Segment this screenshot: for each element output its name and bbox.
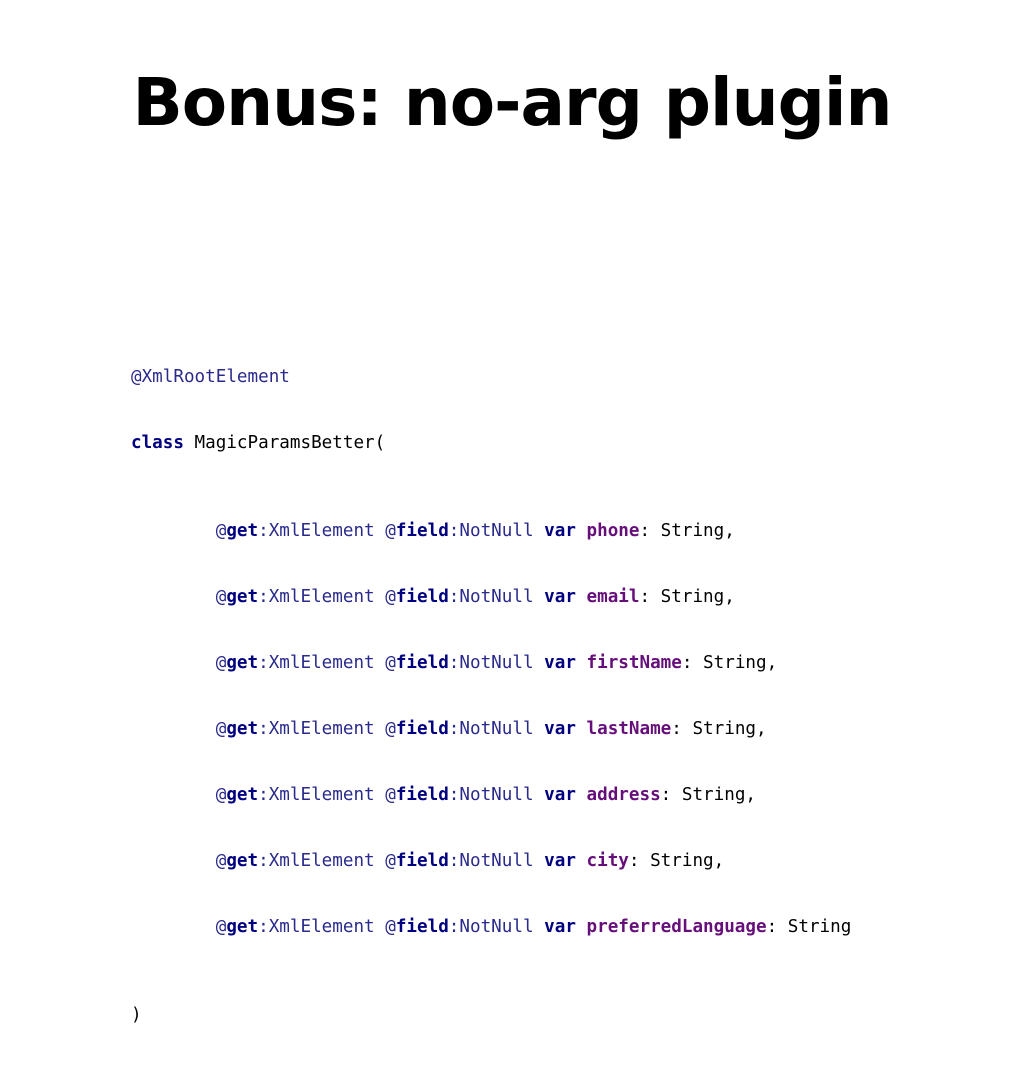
code-line-param: @get:XmlElement @field:NotNull var prefe… (131, 916, 852, 938)
param-type: : String, (681, 653, 778, 673)
get-annotation-target: get (226, 653, 259, 673)
get-annotation-at: @ (215, 719, 227, 739)
param-type: : String (766, 917, 852, 937)
code-line-param: @get:XmlElement @field:NotNull var city:… (131, 850, 851, 872)
indent (131, 719, 216, 739)
field-annotation-at: @ (385, 917, 396, 937)
get-annotation-target: get (226, 587, 259, 607)
code-line-param: @get:XmlElement @field:NotNull var lastN… (131, 718, 851, 740)
not-null-annotation: :NotNull (448, 653, 545, 673)
code-line-annotation: @XmlRootElement (131, 366, 851, 388)
indent (131, 785, 216, 805)
code-line-class-decl: class MagicParamsBetter( (131, 432, 851, 454)
xml-element-annotation: :XmlElement (258, 653, 386, 673)
xml-element-annotation: :XmlElement (258, 521, 386, 541)
slide-title: Bonus: no-arg plugin (132, 64, 892, 141)
field-annotation-target: field (395, 785, 449, 805)
get-annotation-target: get (226, 719, 259, 739)
class-annotation: @XmlRootElement (131, 367, 290, 387)
class-keyword: class (131, 433, 184, 453)
indent (131, 653, 216, 673)
var-keyword: var (544, 719, 576, 739)
var-keyword: var (544, 521, 576, 541)
param-type: : String, (639, 521, 735, 541)
xml-element-annotation: :XmlElement (258, 719, 386, 739)
param-name: city (586, 851, 629, 871)
var-keyword: var (544, 917, 576, 937)
param-name: phone (586, 521, 640, 541)
field-annotation-at: @ (385, 521, 396, 541)
xml-element-annotation: :XmlElement (258, 851, 386, 871)
get-annotation-at: @ (215, 587, 227, 607)
code-line-param: @get:XmlElement @field:NotNull var phone… (131, 520, 851, 542)
indent (131, 521, 216, 541)
closing-paren: ) (131, 1005, 142, 1025)
get-annotation-target: get (226, 521, 259, 541)
code-line-param: @get:XmlElement @field:NotNull var addre… (131, 784, 851, 806)
xml-element-annotation: :XmlElement (258, 587, 386, 607)
not-null-annotation: :NotNull (448, 917, 545, 937)
field-annotation-target: field (395, 917, 449, 937)
indent (131, 917, 216, 937)
get-annotation-at: @ (215, 653, 227, 673)
field-annotation-target: field (395, 653, 449, 673)
get-annotation-target: get (226, 785, 259, 805)
field-annotation-target: field (395, 851, 449, 871)
xml-element-annotation: :XmlElement (258, 785, 386, 805)
class-name: MagicParamsBetter( (183, 433, 386, 453)
param-name: lastName (586, 719, 672, 739)
param-name: address (586, 785, 661, 805)
space (576, 785, 587, 805)
field-annotation-at: @ (385, 851, 396, 871)
not-null-annotation: :NotNull (448, 719, 545, 739)
param-name: preferredLanguage (586, 917, 767, 937)
not-null-annotation: :NotNull (448, 587, 545, 607)
get-annotation-target: get (226, 851, 259, 871)
space (576, 917, 587, 937)
get-annotation-at: @ (215, 917, 227, 937)
code-line-closing: ) (131, 1004, 851, 1026)
field-annotation-at: @ (385, 587, 396, 607)
space (576, 719, 587, 739)
field-annotation-at: @ (385, 785, 396, 805)
var-keyword: var (544, 851, 576, 871)
param-name: firstName (586, 653, 682, 673)
indent (131, 851, 216, 871)
code-line-param: @get:XmlElement @field:NotNull var first… (131, 652, 851, 674)
var-keyword: var (544, 587, 576, 607)
var-keyword: var (544, 785, 576, 805)
param-type: : String, (639, 587, 735, 607)
space (576, 653, 587, 673)
xml-element-annotation: :XmlElement (258, 917, 386, 937)
field-annotation-target: field (395, 521, 449, 541)
param-type: : String, (628, 851, 725, 871)
field-annotation-target: field (395, 719, 449, 739)
var-keyword: var (544, 653, 576, 673)
field-annotation-at: @ (385, 719, 396, 739)
param-type: : String, (671, 719, 767, 739)
param-type: : String, (660, 785, 757, 805)
space (576, 587, 587, 607)
slide: Bonus: no-arg plugin @XmlRootElement cla… (131, 64, 893, 1025)
indent (131, 587, 216, 607)
field-annotation-target: field (395, 587, 449, 607)
param-name: email (586, 587, 640, 607)
get-annotation-at: @ (215, 785, 227, 805)
field-annotation-at: @ (385, 653, 396, 673)
space (576, 851, 587, 871)
get-annotation-at: @ (215, 521, 227, 541)
get-annotation-at: @ (215, 851, 227, 871)
not-null-annotation: :NotNull (448, 521, 545, 541)
get-annotation-target: get (226, 917, 259, 937)
code-line-param: @get:XmlElement @field:NotNull var email… (131, 586, 851, 608)
code-block: @XmlRootElement class MagicParamsBetter(… (131, 322, 851, 1070)
not-null-annotation: :NotNull (448, 851, 545, 871)
not-null-annotation: :NotNull (448, 785, 545, 805)
space (576, 521, 587, 541)
